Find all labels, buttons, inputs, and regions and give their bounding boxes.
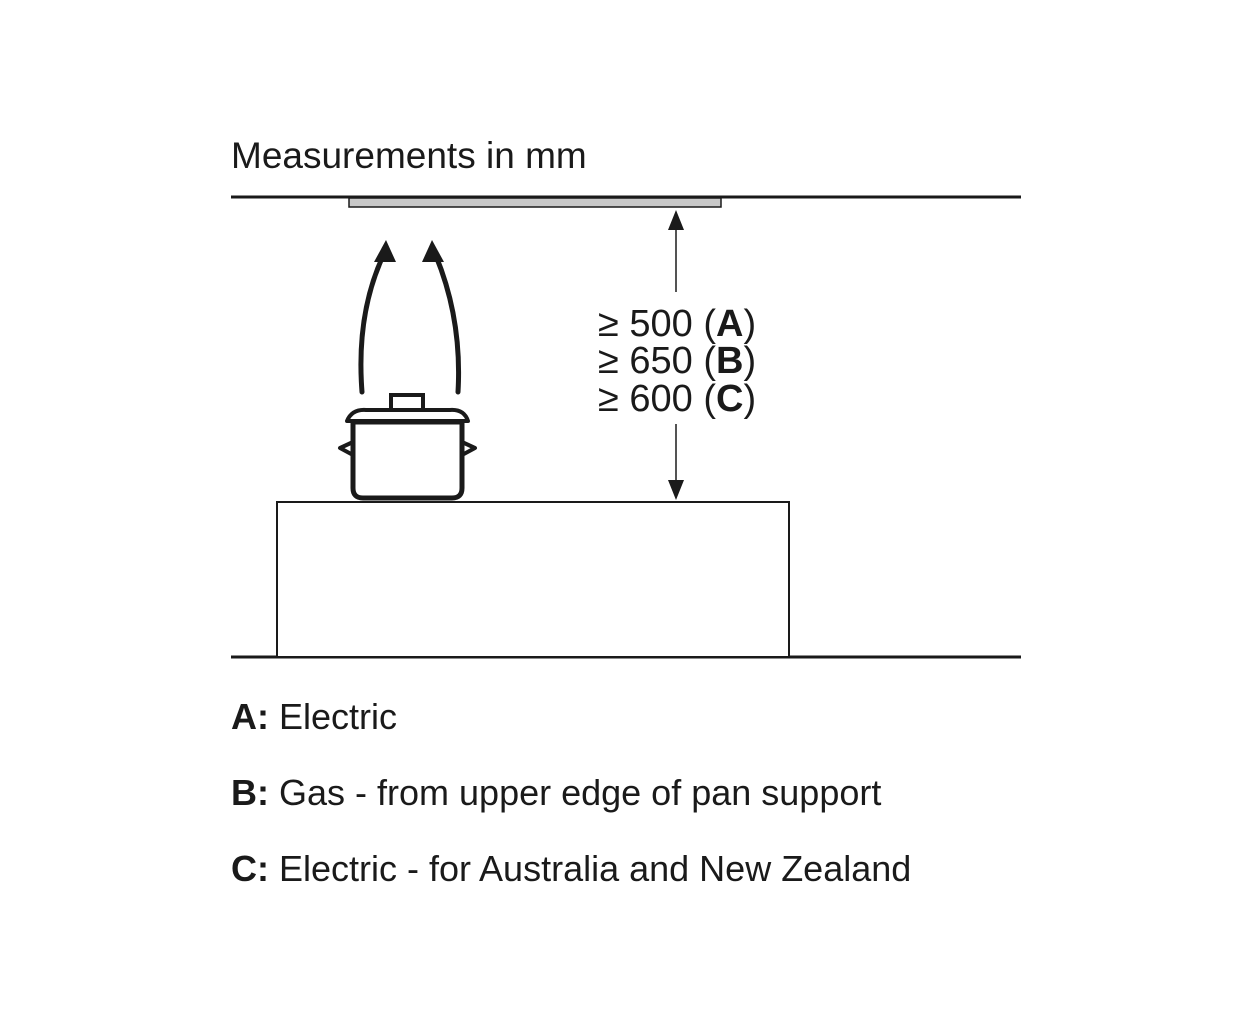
dimension-label-b: ≥ 650 (B) xyxy=(598,340,756,382)
legend-text: Electric xyxy=(269,696,398,737)
arrowhead-up-icon xyxy=(668,210,684,230)
legend-key: A: xyxy=(231,696,269,737)
extractor-hood xyxy=(348,197,722,208)
dimension-label-a: ≥ 500 (A) xyxy=(598,303,756,345)
legend-key: B: xyxy=(231,772,269,813)
legend-item-b: B: Gas - from upper edge of pan support xyxy=(231,773,881,813)
steam-arrows-icon xyxy=(358,240,462,395)
legend-key: C: xyxy=(231,848,269,889)
legend-item-a: A: Electric xyxy=(231,697,397,737)
dimension-arrow xyxy=(668,210,684,500)
arrowhead-down-icon xyxy=(668,480,684,500)
legend-item-c: C: Electric - for Australia and New Zeal… xyxy=(231,849,911,889)
legend-text: Electric - for Australia and New Zealand xyxy=(269,848,912,889)
cooking-pot-icon xyxy=(338,393,477,501)
diagram-title: Measurements in mm xyxy=(231,135,587,176)
legend-text: Gas - from upper edge of pan support xyxy=(269,772,882,813)
cooktop-counter xyxy=(276,501,790,658)
dimension-label-c: ≥ 600 (C) xyxy=(598,378,756,420)
